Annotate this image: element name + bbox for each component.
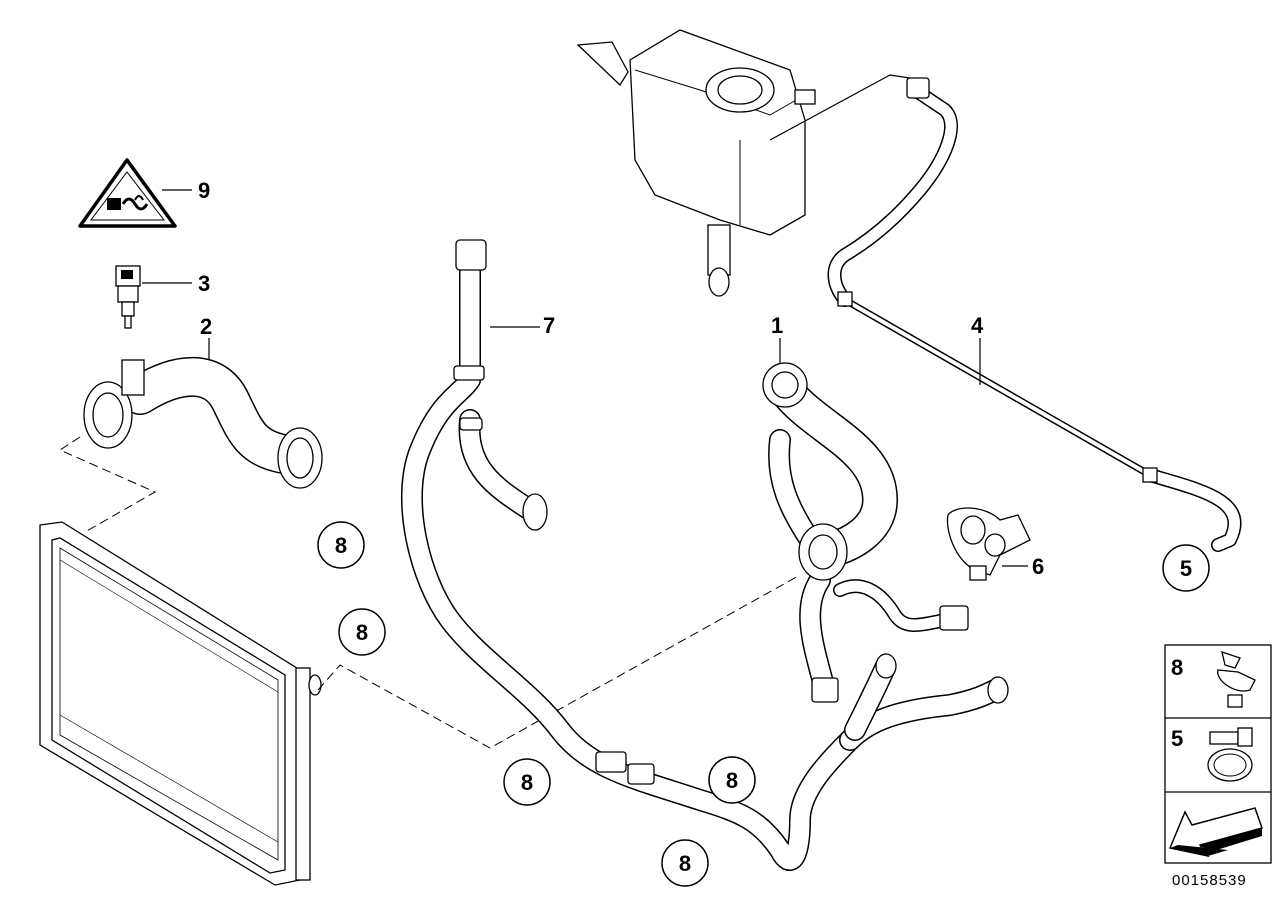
radiator xyxy=(39,521,322,886)
svg-text:8: 8 xyxy=(726,768,738,793)
leader-tank xyxy=(769,74,911,141)
callout-1: 1 xyxy=(771,313,783,338)
direction-arrow-icon xyxy=(1168,807,1263,858)
callout-9: 9 xyxy=(198,178,210,203)
svg-text:5: 5 xyxy=(1180,556,1192,581)
coolant-hose-7 xyxy=(400,239,1009,871)
callout-2: 2 xyxy=(200,314,212,339)
svg-text:8: 8 xyxy=(521,770,533,795)
callout-6: 6 xyxy=(1032,554,1044,579)
callout-4: 4 xyxy=(971,313,984,338)
hose-bracket-6 xyxy=(946,507,1031,581)
upper-radiator-hose xyxy=(83,356,323,489)
legend-label-8: 8 xyxy=(1171,655,1183,680)
svg-text:8: 8 xyxy=(679,851,691,876)
clip-icon xyxy=(1217,651,1256,708)
callout-circle-8e: 8 xyxy=(661,839,709,887)
temperature-sensor xyxy=(115,265,141,329)
warning-triangle-icon xyxy=(78,158,177,228)
svg-text:8: 8 xyxy=(356,620,368,645)
svg-text:8: 8 xyxy=(335,533,347,558)
dashed-link-radiator xyxy=(317,574,801,749)
vent-line-4 xyxy=(827,77,1242,552)
coolant-hose-1 xyxy=(762,362,969,703)
callout-circle-8c: 8 xyxy=(503,758,551,806)
callout-7: 7 xyxy=(543,313,555,338)
legend-box: 8 5 xyxy=(1164,644,1272,864)
callout-3: 3 xyxy=(198,271,210,296)
dashed-link-2 xyxy=(58,436,157,533)
callout-circle-8d: 8 xyxy=(708,756,756,804)
hose-clamp-icon xyxy=(1207,727,1253,782)
callout-circle-8b: 8 xyxy=(338,608,386,656)
expansion-tank xyxy=(576,29,816,297)
legend-label-5: 5 xyxy=(1171,726,1183,751)
callout-circle-5: 5 xyxy=(1162,544,1210,592)
callout-circle-8a: 8 xyxy=(317,521,365,569)
diagram-id: 00158539 xyxy=(1172,872,1247,889)
